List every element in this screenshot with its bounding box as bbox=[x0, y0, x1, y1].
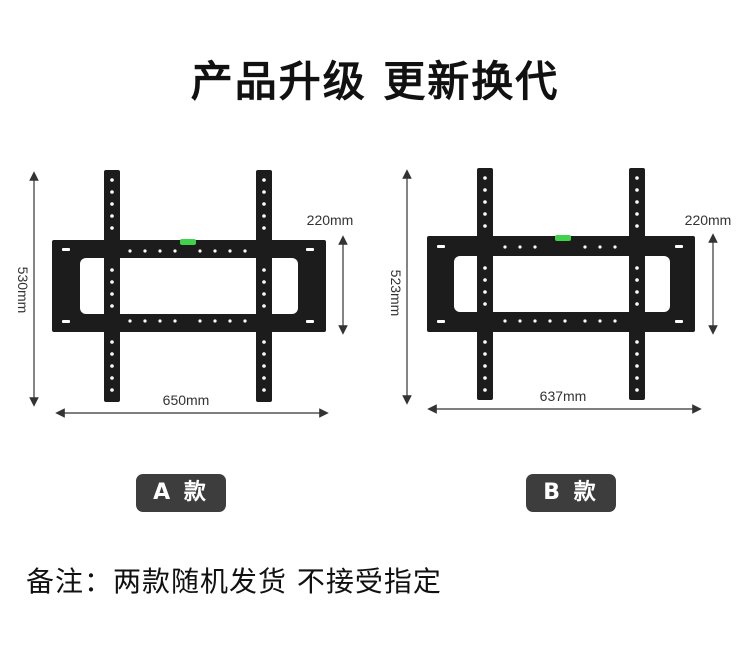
spacing-label-b: 220mm bbox=[685, 212, 732, 228]
bracket-b-holes bbox=[503, 245, 617, 323]
footnote: 备注：两款随机发货 不接受指定 bbox=[26, 565, 442, 598]
page-title: 产品升级 更新换代 bbox=[190, 57, 560, 106]
spacing-label-a: 220mm bbox=[307, 212, 354, 228]
model-a-badge: A 款 bbox=[136, 474, 226, 512]
bracket-a bbox=[52, 170, 326, 402]
height-label-a: 530mm bbox=[15, 267, 31, 314]
level-b-icon bbox=[555, 235, 571, 241]
width-label-b: 637mm bbox=[540, 388, 587, 404]
model-b-badge: B 款 bbox=[526, 474, 616, 512]
height-label-b: 523mm bbox=[388, 270, 404, 317]
width-label-a: 650mm bbox=[163, 392, 210, 408]
bracket-a-holes bbox=[128, 249, 247, 323]
level-a-icon bbox=[180, 239, 196, 245]
bracket-b bbox=[427, 168, 695, 400]
